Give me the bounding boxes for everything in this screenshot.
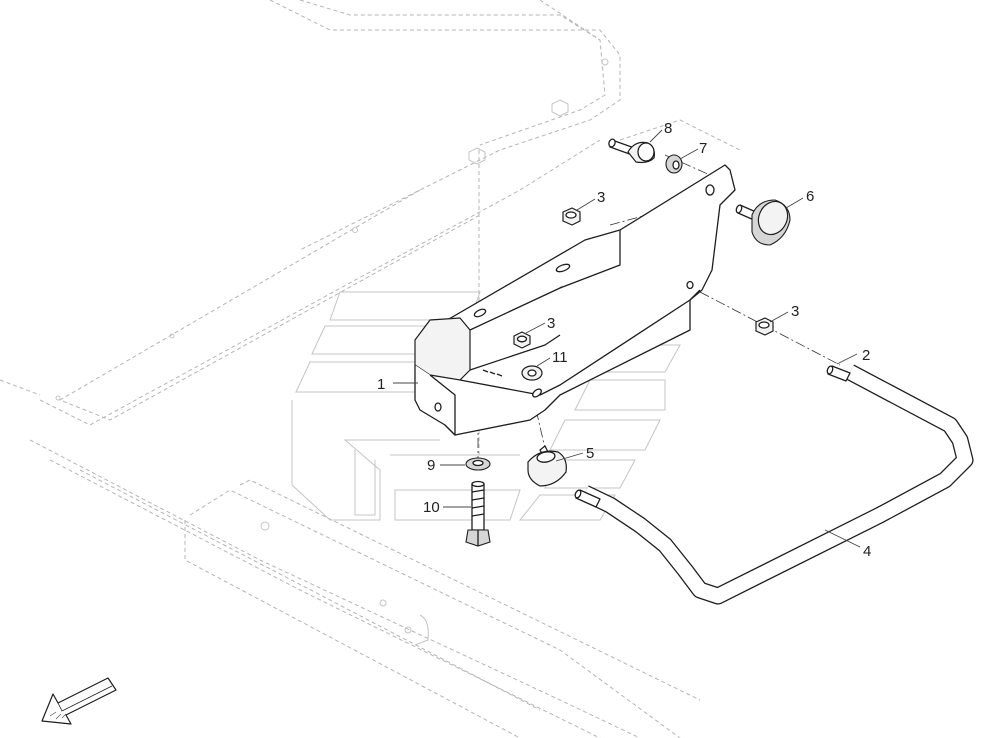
callout-10: 10 — [423, 499, 440, 516]
washer-part-9 — [465, 457, 491, 471]
callout-9: 9 — [427, 457, 435, 474]
callout-2: 2 — [862, 347, 870, 364]
callout-4: 4 — [863, 543, 871, 560]
pin-part-8 — [608, 138, 655, 164]
nut-part-3-center — [513, 331, 531, 349]
leader-lines — [393, 129, 861, 548]
callout-3-right: 3 — [791, 303, 799, 320]
knob-part-6 — [735, 199, 791, 246]
callout-3-top: 3 — [597, 189, 605, 206]
direction-arrow-icon — [41, 677, 117, 725]
callout-1: 1 — [377, 376, 385, 393]
callout-11: 11 — [552, 349, 568, 366]
background-frame — [0, 0, 741, 738]
bracket-part-1 — [414, 164, 736, 436]
callout-8: 8 — [664, 120, 672, 137]
callout-7: 7 — [699, 140, 707, 157]
bolt-part-10 — [465, 480, 491, 547]
callout-6: 6 — [806, 188, 814, 205]
knob-part-5 — [527, 445, 567, 487]
washer-part-7 — [665, 154, 683, 174]
callout-3-center: 3 — [547, 315, 555, 332]
rod-part-4 — [574, 364, 974, 605]
nut-part-3-right — [755, 317, 774, 336]
washer-part-11 — [521, 365, 543, 381]
callouts: 1 2 3 3 3 4 5 6 7 8 9 10 11 — [377, 120, 871, 560]
callout-5: 5 — [586, 445, 594, 462]
nut-part-3-top — [562, 207, 581, 226]
